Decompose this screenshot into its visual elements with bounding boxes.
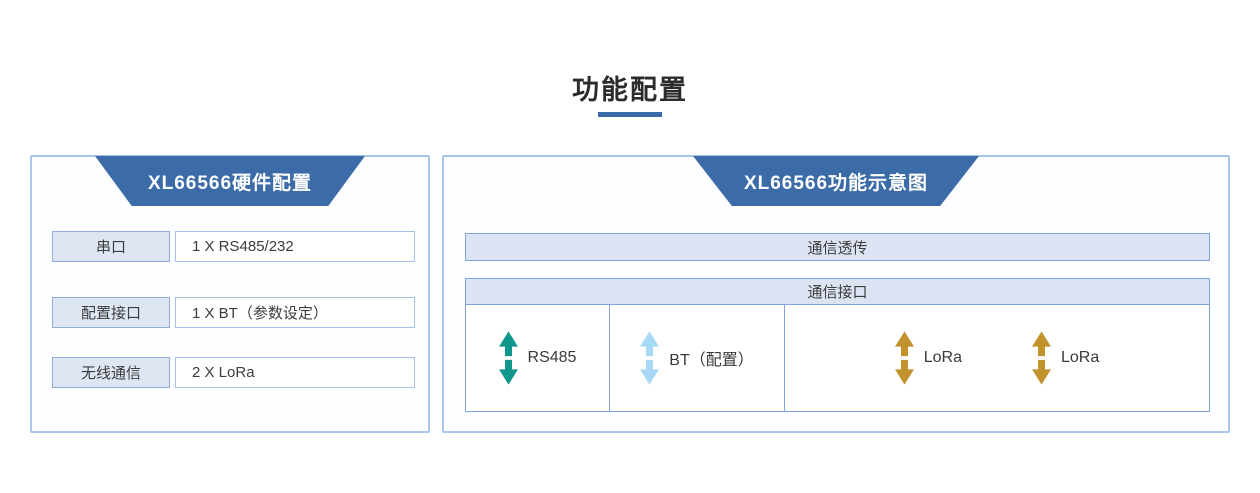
double-arrow-vertical-icon bbox=[498, 331, 518, 385]
function-diagram-panel: XL66566功能示意图 通信透传 通信接口 RS485 bbox=[442, 155, 1230, 433]
port-bt: BT（配置） bbox=[640, 331, 754, 385]
port-rs485: RS485 bbox=[498, 331, 577, 385]
port-label: LoRa bbox=[1061, 349, 1100, 366]
hardware-row-value: 1 X BT（参数设定） bbox=[175, 297, 415, 328]
hardware-row-value: 2 X LoRa bbox=[175, 357, 415, 388]
hardware-config-panel: XL66566硬件配置 串口 1 X RS485/232 配置接口 1 X BT… bbox=[30, 155, 430, 433]
hardware-row-label: 配置接口 bbox=[52, 297, 170, 328]
port-label: RS485 bbox=[527, 349, 577, 366]
hardware-row-label: 无线通信 bbox=[52, 357, 170, 388]
hardware-row-serial: 串口 1 X RS485/232 bbox=[52, 231, 415, 262]
hardware-row-value: 1 X RS485/232 bbox=[175, 231, 415, 262]
hardware-row-config-interface: 配置接口 1 X BT（参数设定） bbox=[52, 297, 415, 328]
function-diagram-panel-header: XL66566功能示意图 bbox=[693, 156, 979, 206]
interface-box-header: 通信接口 bbox=[466, 279, 1209, 305]
hardware-row-label: 串口 bbox=[52, 231, 170, 262]
port-label: BT（配置） bbox=[669, 352, 754, 369]
double-arrow-vertical-icon bbox=[894, 331, 914, 385]
interface-cell-lora: LoRa LoRa bbox=[785, 305, 1209, 411]
port-label: LoRa bbox=[923, 349, 962, 366]
port-lora-1: LoRa bbox=[894, 331, 962, 385]
page-title: 功能配置 bbox=[572, 75, 688, 105]
double-arrow-vertical-icon bbox=[1032, 331, 1051, 385]
double-arrow-vertical-icon bbox=[640, 331, 660, 385]
hardware-row-wireless: 无线通信 2 X LoRa bbox=[52, 357, 415, 388]
title-underline bbox=[598, 112, 662, 117]
hardware-config-panel-header: XL66566硬件配置 bbox=[95, 156, 365, 206]
interface-cell-bt: BT（配置） bbox=[610, 305, 785, 411]
passthrough-bar: 通信透传 bbox=[465, 233, 1210, 261]
interface-box-body: RS485 BT（配置） bbox=[466, 305, 1209, 411]
interface-box: 通信接口 RS485 bbox=[465, 278, 1210, 412]
interface-cell-rs485: RS485 bbox=[466, 305, 610, 411]
port-lora-2: LoRa bbox=[1032, 331, 1099, 385]
